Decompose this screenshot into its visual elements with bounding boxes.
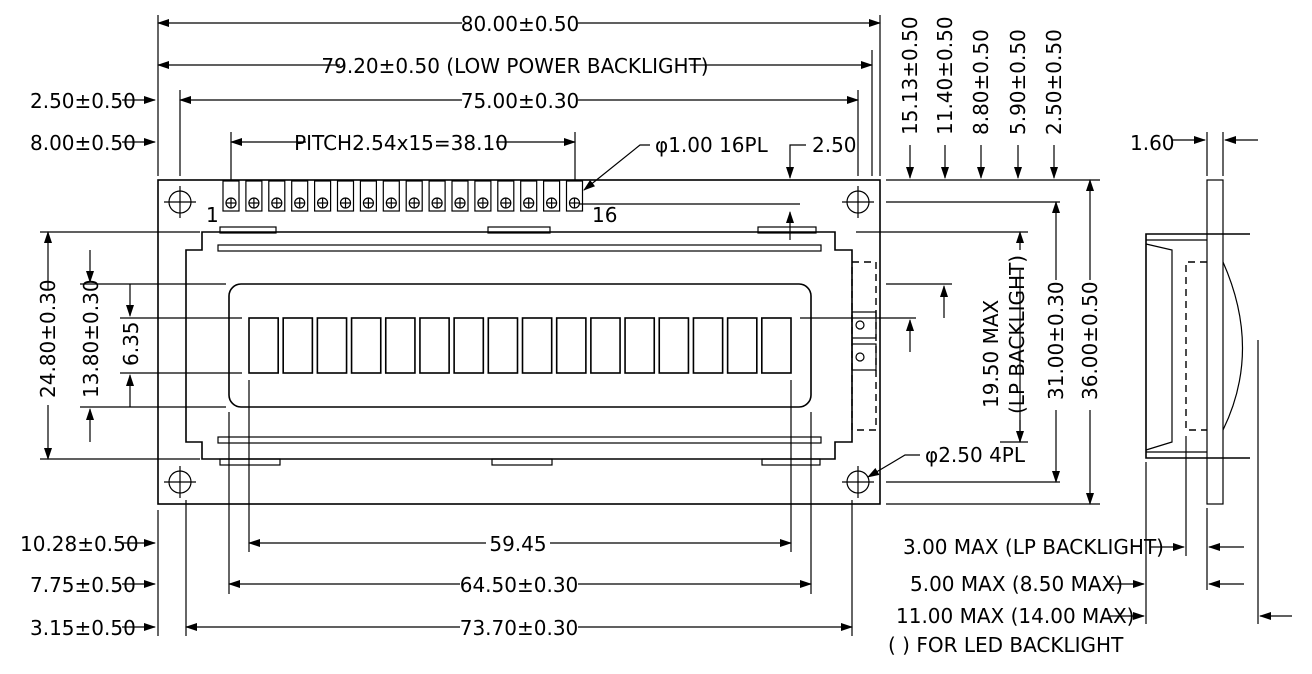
mounting-holes	[164, 186, 874, 498]
pin-8	[382, 180, 400, 212]
dim-top-11-40: 11.40±0.50	[933, 16, 957, 135]
dim-char-area-width: 59.45	[489, 532, 546, 556]
character-cell	[248, 317, 279, 374]
dim-overall-width: 80.00±0.50	[461, 12, 580, 36]
dim-height-6-35: 6.35	[119, 321, 143, 366]
dim-pin-offset-right: 2.50	[812, 133, 857, 157]
dim-bottom-left-7-75: 7.75±0.50	[30, 573, 136, 597]
pin-label-last: 16	[592, 203, 617, 227]
pin-9	[405, 180, 423, 212]
character-cell	[692, 317, 724, 374]
dim-bottom-left-10-28: 10.28±0.50	[20, 532, 139, 556]
pin-2	[245, 180, 263, 212]
character-cells	[248, 317, 792, 374]
character-cell	[487, 317, 519, 374]
dim-mount-hole-dia: φ2.50 4PL	[925, 443, 1026, 467]
dim-pin-pitch: PITCH2.54x15=38.10	[294, 131, 508, 155]
dim-height-31-00: 31.00±0.30	[1044, 281, 1068, 400]
character-cell	[590, 317, 621, 374]
dim-top-5-90: 5.90±0.50	[1006, 29, 1030, 135]
character-cell	[521, 317, 553, 374]
bezel-outline	[185, 231, 853, 460]
pin-row	[222, 180, 584, 212]
character-cell	[316, 317, 348, 374]
dim-top-8-80: 8.80±0.50	[969, 29, 993, 135]
dim-hole-pitch-width: 75.00±0.30	[461, 89, 580, 113]
pin-3	[268, 180, 286, 212]
dim-height-19-50-note: (LP BACKLIGHT)	[1005, 255, 1029, 414]
pin-11	[451, 180, 469, 212]
character-cell	[350, 317, 382, 374]
character-cell	[658, 317, 690, 374]
dim-bottom-left-3-15: 3.15±0.50	[30, 616, 136, 640]
pin-13	[497, 180, 515, 212]
character-cell	[761, 317, 792, 374]
dim-view-area-width: 64.50±0.30	[460, 573, 579, 597]
character-cell	[419, 317, 450, 374]
pin-5	[314, 180, 332, 212]
character-cell	[453, 317, 485, 374]
pin-16	[565, 180, 584, 212]
led-backlight-outline	[851, 261, 877, 431]
pin-15	[542, 180, 561, 212]
side-view	[1145, 132, 1259, 624]
character-cell	[282, 317, 314, 374]
pin-14	[520, 180, 538, 212]
pcb-outline	[157, 179, 881, 505]
character-cell	[726, 317, 758, 374]
pin-6	[336, 180, 355, 212]
top-vertical-dims: 15.13±0.50 11.40±0.50 8.80±0.50 5.90±0.5…	[898, 16, 1066, 179]
character-cell	[624, 317, 656, 374]
pin-12	[474, 180, 492, 212]
dim-left-offset-1: 2.50±0.50	[30, 89, 136, 113]
led-backlight-note: ( ) FOR LED BACKLIGHT	[888, 633, 1124, 657]
dim-thick-3-00: 3.00 MAX (LP BACKLIGHT)	[903, 535, 1164, 559]
dim-top-15-13: 15.13±0.50	[898, 16, 922, 135]
dim-height-24-80: 24.80±0.30	[36, 279, 60, 398]
dim-low-power-width: 79.20±0.50 (LOW POWER BACKLIGHT)	[321, 54, 708, 78]
character-cell	[384, 317, 416, 374]
dim-top-2-50: 2.50±0.50	[1042, 29, 1066, 135]
dim-height-19-50: 19.50 MAX	[979, 299, 1003, 408]
pin-1	[222, 180, 240, 212]
dim-thick-5-00: 5.00 MAX (8.50 MAX)	[910, 572, 1123, 596]
character-cell	[555, 317, 587, 374]
pin-10	[428, 180, 446, 212]
dim-height-13-80: 13.80±0.30	[79, 279, 103, 398]
dim-bezel-width: 73.70±0.30	[460, 616, 579, 640]
dim-height-36-00: 36.00±0.50	[1078, 281, 1102, 400]
dim-pin-hole-dia: φ1.00 16PL	[655, 133, 769, 157]
pin-7	[359, 180, 377, 212]
pin-4	[291, 180, 309, 212]
pin-label-first: 1	[206, 203, 219, 227]
dim-side-1-60: 1.60	[1130, 131, 1175, 155]
viewing-area	[228, 283, 812, 408]
dim-thick-11-00: 11.00 MAX (14.00 MAX)	[896, 604, 1134, 628]
dim-left-offset-2: 8.00±0.50	[30, 131, 136, 155]
